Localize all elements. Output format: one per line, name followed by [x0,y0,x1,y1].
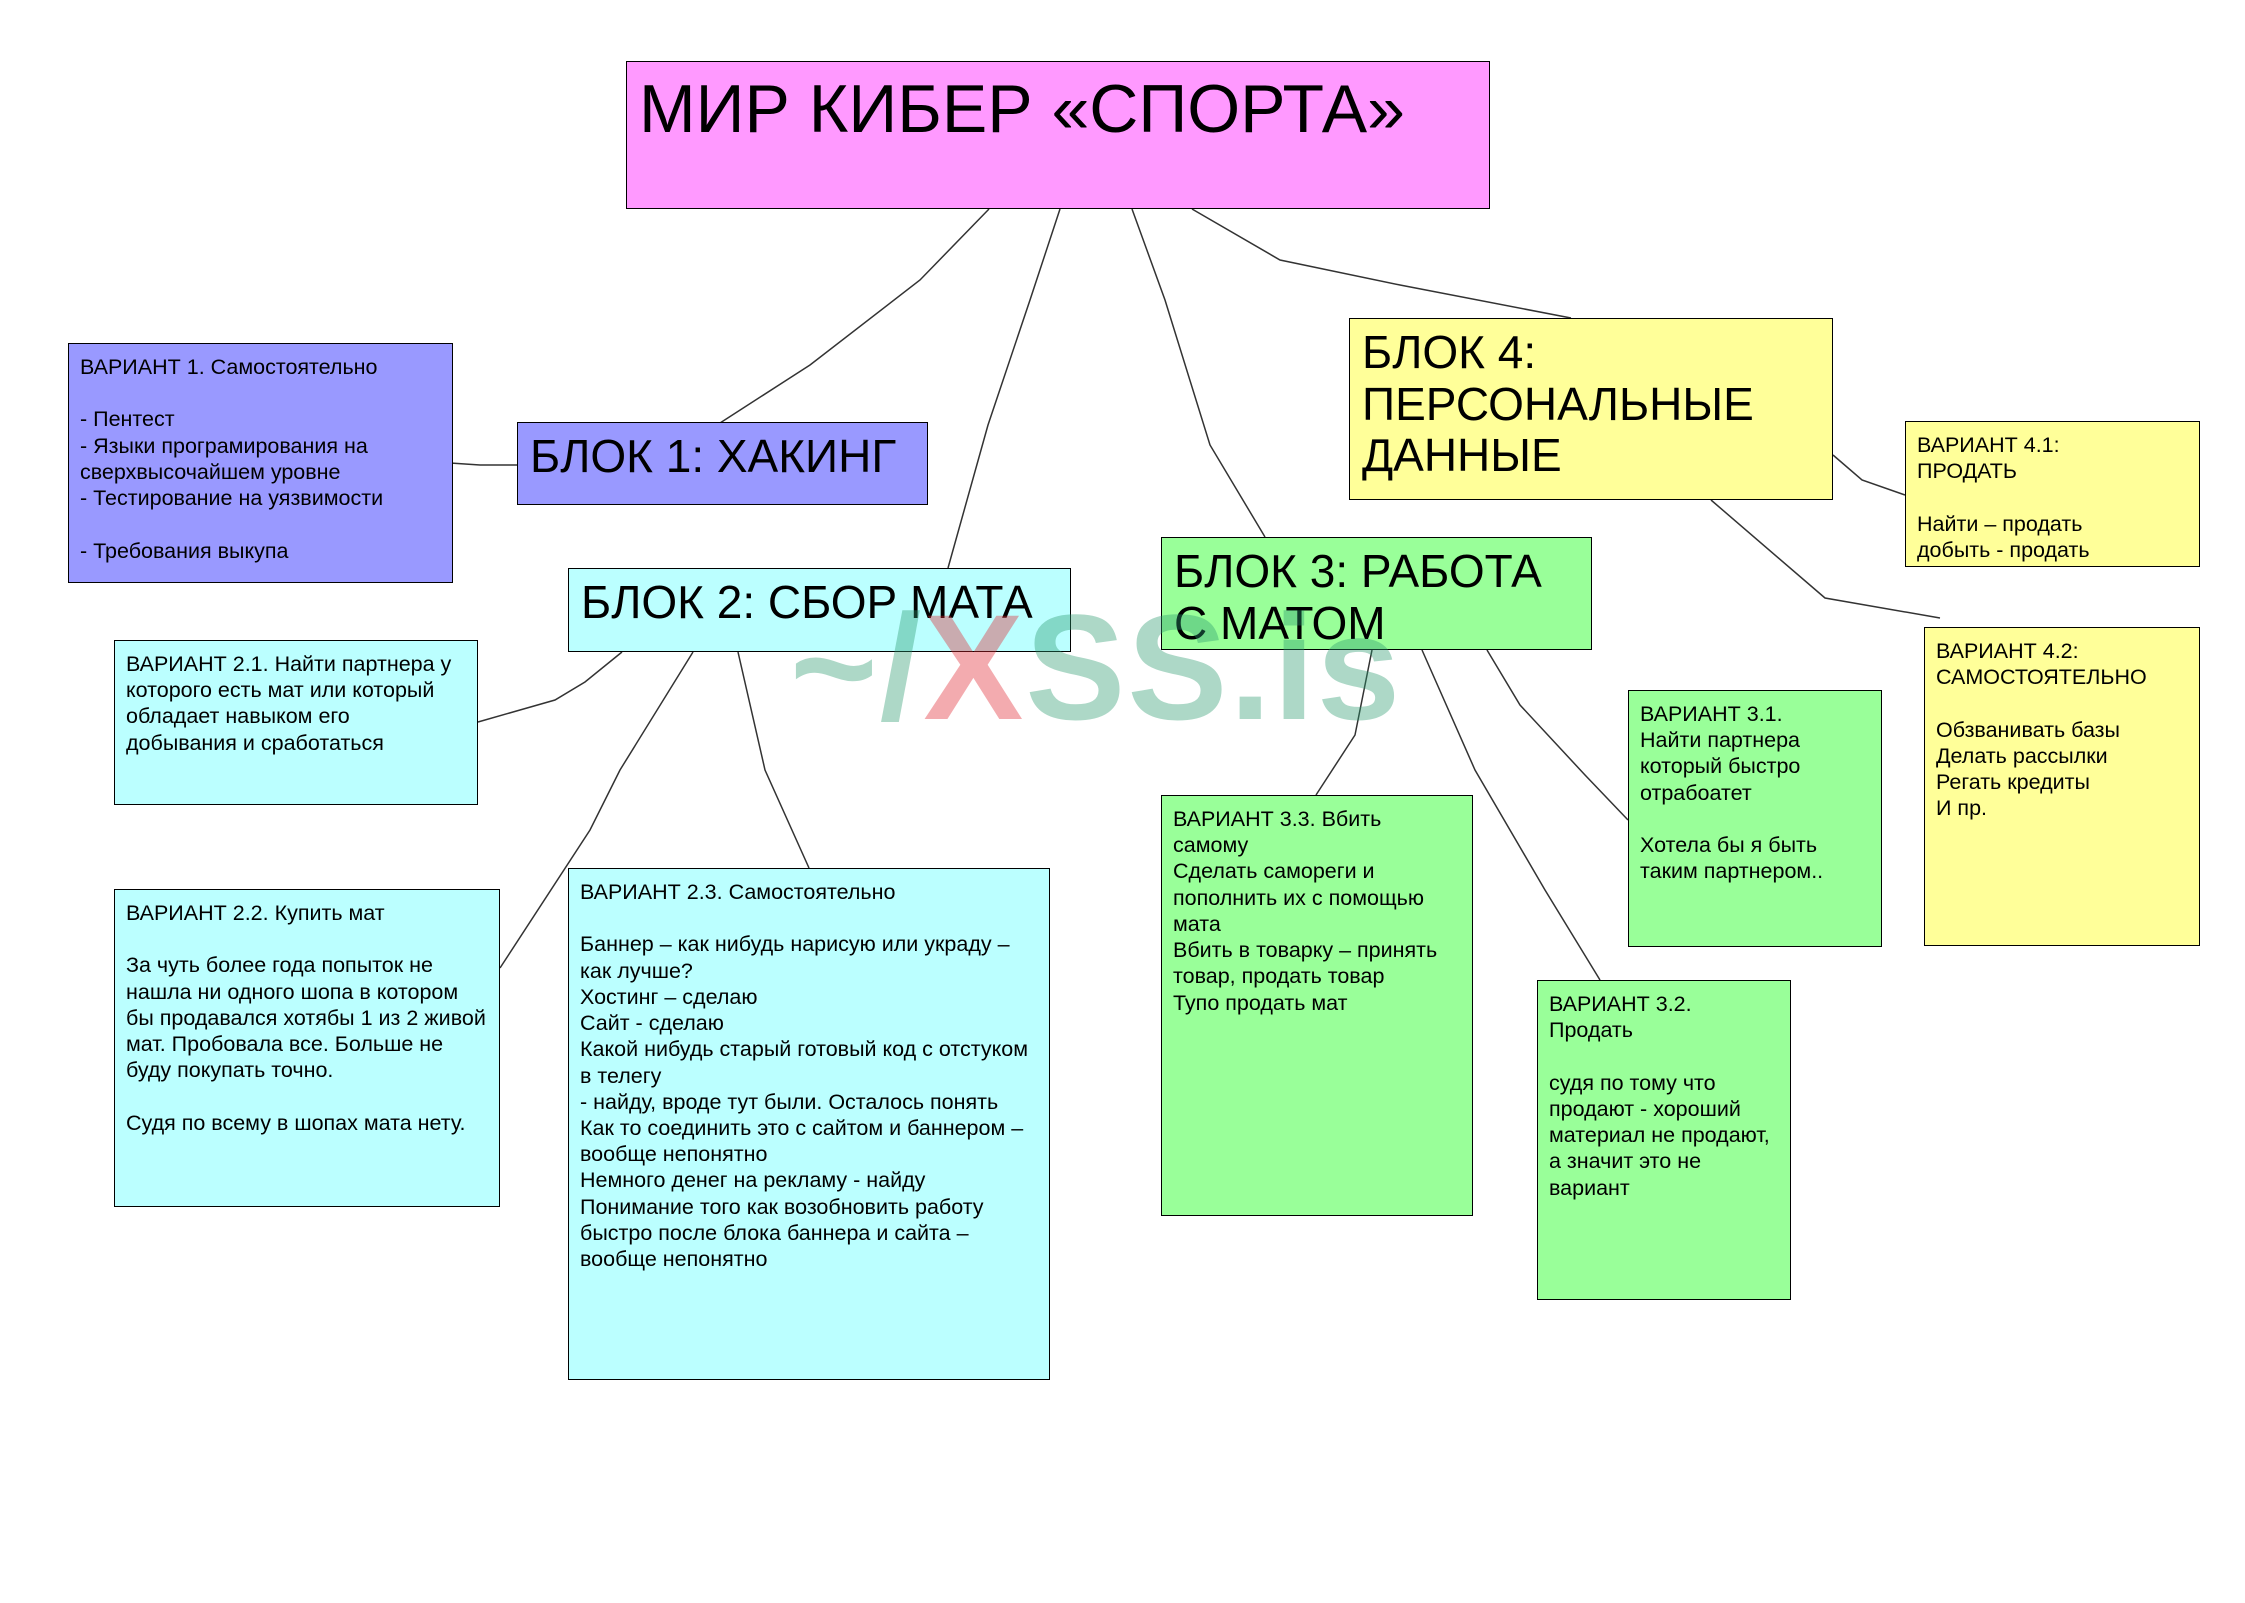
note-variant-3-3: ВАРИАНТ 3.3. Вбить самому Сделать саморе… [1161,795,1473,1216]
note-variant-1: ВАРИАНТ 1. Самостоятельно - Пентест - Яз… [68,343,453,583]
note-variant-4-1: ВАРИАНТ 4.1: ПРОДАТЬ Найти – продать доб… [1905,421,2200,567]
connector-block2-v21 [477,651,623,723]
diagram-title: МИР КИБЕР «СПОРТА» [626,61,1490,209]
connector-block1-v1 [449,462,517,466]
connector-block2-v23 [737,651,810,869]
note-variant-3-1: ВАРИАНТ 3.1. Найти партнера который быст… [1628,690,1882,947]
note-variant-3-2: ВАРИАНТ 3.2. Продать судя по тому что пр… [1537,980,1791,1300]
note-variant-2-1: ВАРИАНТ 2.1. Найти партнера у которого е… [114,640,478,805]
connector-block3-v31 [1486,649,1629,821]
note-variant-2-2: ВАРИАНТ 2.2. Купить мат За чуть более го… [114,889,500,1207]
block-3-working: БЛОК 3: РАБОТА С МАТОМ [1161,537,1592,650]
note-variant-4-2: ВАРИАНТ 4.2: САМОСТОЯТЕЛЬНО Обзванивать … [1924,627,2200,946]
note-variant-2-3: ВАРИАНТ 2.3. Самостоятельно Баннер – как… [568,868,1050,1380]
block-1-hacking: БЛОК 1: ХАКИНГ [517,422,928,505]
connector-title-block1 [719,208,990,424]
connector-block3-v33 [1315,649,1373,796]
connector-title-block4 [1191,208,1572,319]
block-4-personal-data: БЛОК 4: ПЕРСОНАЛЬНЫЕ ДАННЫЕ [1349,318,1833,500]
block-2-collecting: БЛОК 2: СБОР МАТА [568,568,1071,652]
connector-block4-v41 [1832,454,1906,496]
connector-title-block2 [947,208,1061,569]
connector-title-block3 [1131,208,1266,538]
